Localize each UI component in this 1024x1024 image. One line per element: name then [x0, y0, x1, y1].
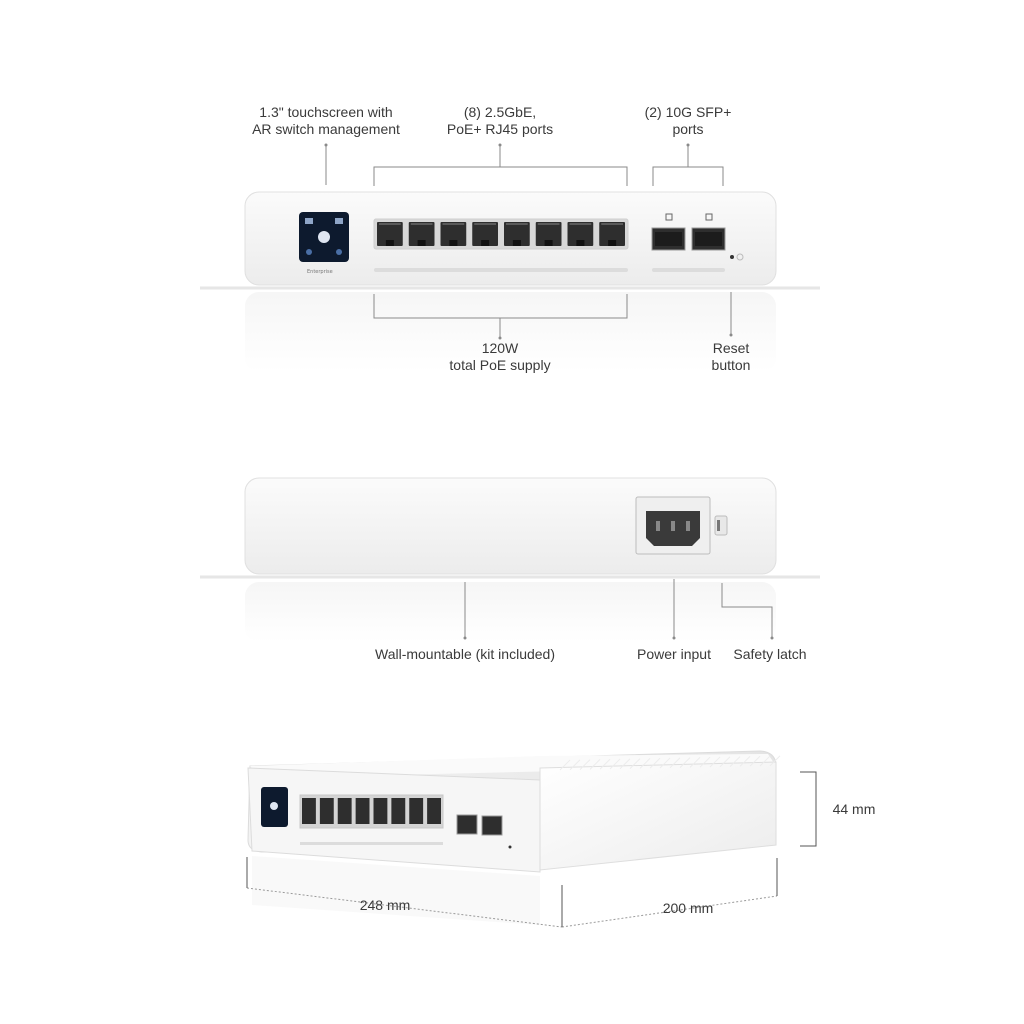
iso-rj45-port: [319, 798, 334, 824]
reset-label-line1: Reset: [712, 340, 750, 356]
power-input-label: Power input: [637, 646, 711, 662]
iso-rj45-ports: [302, 798, 441, 824]
iso-sfp-1: [456, 814, 478, 835]
sfp-ports: [651, 213, 726, 251]
iso-rj45-port: [337, 798, 352, 824]
iso-rj45-port: [391, 798, 406, 824]
touchscreen-label-line1: 1.3" touchscreen with: [259, 104, 393, 120]
rj45-port-block: [373, 218, 629, 250]
rj45-label-line2: PoE+ RJ45 ports: [446, 121, 554, 137]
rj45-port: [408, 222, 435, 246]
rj45-port: [535, 222, 562, 246]
safety-latch: [714, 515, 728, 536]
depth-dimension-label: 200 mm: [662, 900, 714, 916]
sfp-led: [665, 213, 673, 221]
sfp-led: [705, 213, 713, 221]
rj45-port: [599, 222, 625, 246]
poe-label-line2: total PoE supply: [449, 357, 551, 373]
sfp-label: (2) 10G SFP+ ports: [628, 104, 748, 138]
iso-rj45-port: [409, 798, 424, 824]
sfp-label-line1: (2) 10G SFP+: [644, 104, 732, 120]
wall-mount-label: Wall-mountable (kit included): [375, 646, 555, 662]
reset-label-line2: button: [711, 357, 751, 373]
rj45-ports: [377, 222, 625, 246]
iso-rj45-port: [302, 798, 316, 824]
front-device-reflection: [245, 292, 776, 372]
reset-label: Reset button: [690, 340, 772, 374]
rj45-port: [567, 222, 594, 246]
iso-sfp-2: [481, 815, 503, 836]
safety-latch-label: Safety latch: [733, 646, 807, 662]
enterprise-badge-text: Enterprise: [307, 269, 333, 275]
touchscreen-label-line2: AR switch management: [252, 121, 400, 137]
rear-device-reflection: [245, 582, 776, 642]
reset-button-hole: [730, 255, 734, 259]
rj45-port: [504, 222, 530, 246]
iso-rj45-port: [427, 798, 441, 824]
poe-label: 120W total PoE supply: [430, 340, 570, 374]
touchscreen-label: 1.3" touchscreen with AR switch manageme…: [244, 104, 408, 138]
sfp-port: [651, 213, 686, 251]
rj45-port: [472, 222, 498, 246]
sfp-label-line2: ports: [672, 121, 704, 137]
width-dimension-label: 248 mm: [359, 897, 411, 913]
height-dimension-label: 44 mm: [832, 801, 876, 817]
rj45-label-line1: (8) 2.5GbE,: [463, 104, 537, 120]
iso-rj45-port: [373, 798, 388, 824]
rj45-label: (8) 2.5GbE, PoE+ RJ45 ports: [430, 104, 570, 138]
iso-rj45-port: [355, 798, 370, 824]
poe-label-line1: 120W: [481, 340, 519, 356]
rj45-port: [440, 222, 467, 246]
iso-device-side: [539, 761, 777, 871]
sfp-port: [691, 213, 726, 251]
rj45-port: [377, 222, 403, 246]
